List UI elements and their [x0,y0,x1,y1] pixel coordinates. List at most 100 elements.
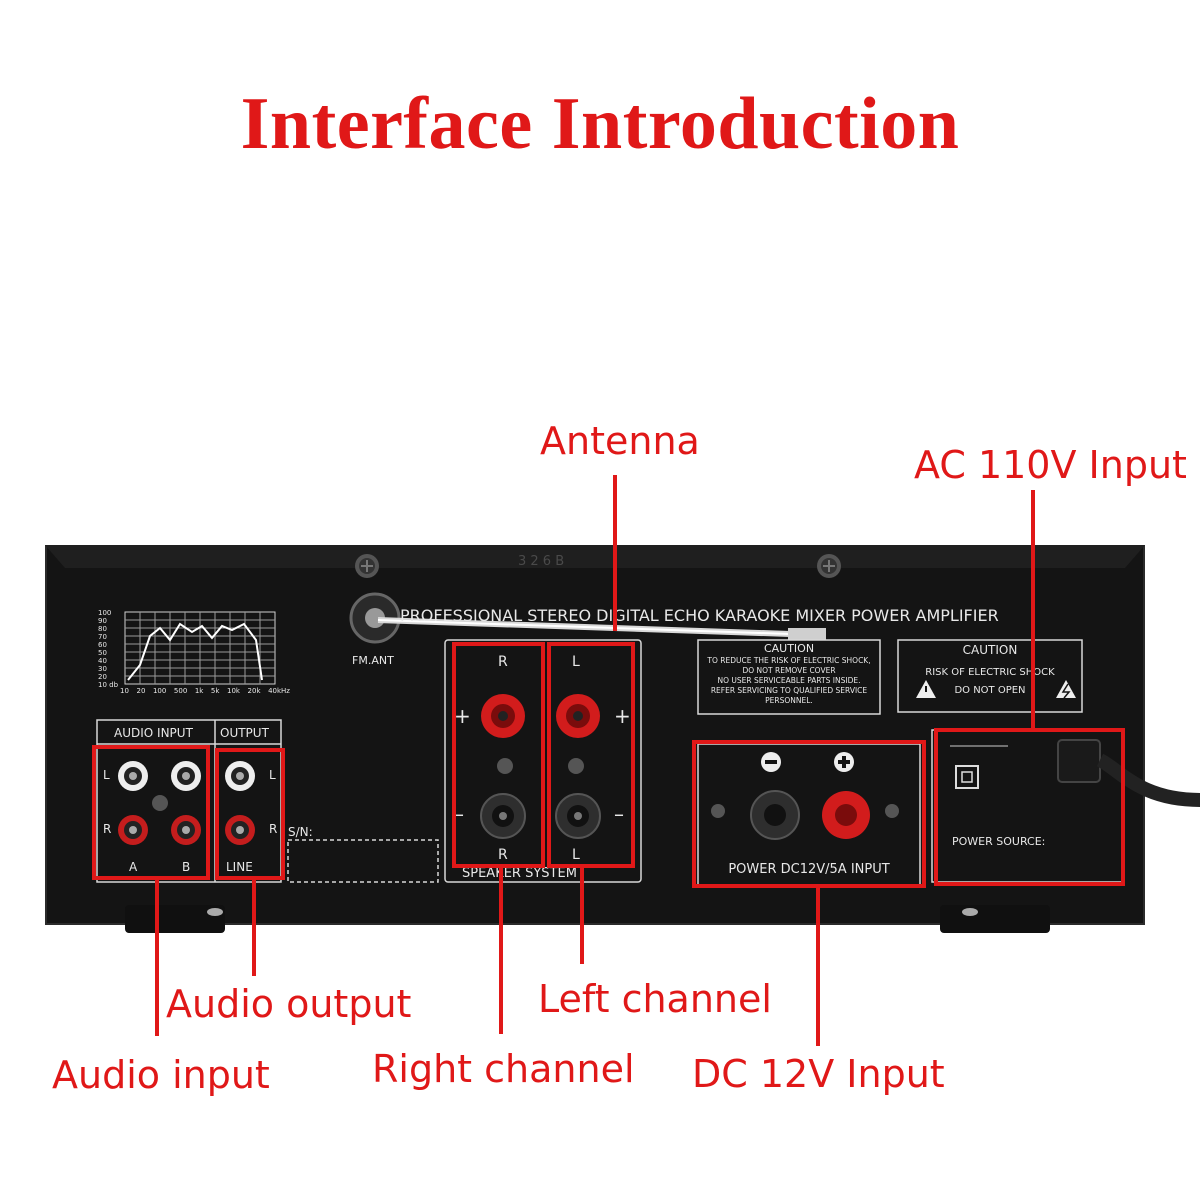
audio-input-label: AUDIO INPUT [114,726,193,740]
audio-output-highlight [215,748,285,880]
rca-jack-white-icon [118,761,148,791]
eq-response-graph [124,611,276,685]
power-source-label: POWER SOURCE: [952,835,1046,848]
power-cord [1057,739,1200,807]
antenna-callout: Antenna [540,419,700,463]
eq-y-tick: 70 [98,633,107,641]
serial-number-label: S/N: [288,825,313,839]
audio-output-callout: Audio output [166,982,412,1026]
rubber-foot [125,905,225,933]
caution-line: TO REDUCE THE RISK OF ELECTRIC SHOCK, [707,656,871,665]
binding-post-black-icon [555,793,601,839]
page-title: Interface Introduction [240,83,960,165]
screw-icon [497,758,513,774]
input-a-label: A [129,860,138,874]
left-channel-highlight [547,642,635,868]
eq-y-tick: 100 [98,609,112,617]
model-number: 3 2 6 B [518,554,565,569]
rubber-foot [940,905,1050,933]
caution-line: PERSONNEL. [765,696,813,705]
right-channel-callout: Right channel [372,1047,635,1091]
audio-input-callout: Audio input [52,1053,270,1097]
dc-input-highlight [692,740,926,888]
eq-x-tick: 10k [227,687,240,695]
dc-positive-post-icon [822,791,870,839]
left-channel-callout: Left channel [538,977,772,1021]
eq-y-tick: 90 [98,617,107,625]
plus-sign: + [614,704,631,728]
speaker-system-label: SPEAKER SYSTEM [462,866,577,881]
caution-line: RISK OF ELECTRIC SHOCK [925,667,1055,678]
fm-antenna [349,592,826,644]
plus-icon [834,752,854,772]
rca-jack-white-icon [171,761,201,791]
rca-jack-red-icon [171,815,201,845]
caution-title: CAUTION [962,643,1018,657]
audio-output-leader-line [252,880,256,976]
eq-x-tick: 5k [210,687,220,695]
amplifier-rear-panel [45,545,1145,925]
eq-x-tick: 40kHz [268,687,290,695]
eq-y-axis-ticks: 100 90 80 70 60 50 40 30 20 10 db [98,610,124,690]
product-name: PROFESSIONAL STEREO DIGITAL ECHO KARAOKE… [400,606,999,625]
binding-post-black-icon [480,793,526,839]
rca-jack-red-icon [225,815,255,845]
eq-x-tick: 1k [194,687,204,695]
eq-x-tick: 100 [152,687,167,695]
caution-line: DO NOT REMOVE COVER [742,666,836,675]
caution-text-1: TO REDUCE THE RISK OF ELECTRIC SHOCK, DO… [698,657,880,707]
screw-icon [207,908,223,916]
fm-ant-label: FM.ANT [352,654,394,667]
eq-y-tick: 40 [98,657,107,665]
eq-y-tick: 30 [98,665,107,673]
right-channel-highlight [452,642,545,868]
rca-jack-white-icon [225,761,255,791]
eq-y-tick: 80 [98,625,107,633]
screw-icon [568,758,584,774]
dc-negative-post-icon [750,790,800,840]
eq-y-tick: 10 db [98,681,119,689]
antenna-leader-line [613,475,617,631]
warning-triangle-icon [916,680,936,698]
speaker-r-label: R [498,654,508,670]
right-channel-leader-line [499,868,503,1034]
eq-x-axis-ticks: 10 20 100 500 1k 5k 10k 20k 40kHz [120,688,290,695]
lightning-triangle-icon [1056,680,1076,699]
output-label: OUTPUT [220,726,269,740]
caution-line: DO NOT OPEN [954,685,1026,696]
channel-l-label: L [269,768,276,782]
dc-input-leader-line [816,888,820,1046]
double-insulation-icon [955,765,979,789]
audio-input-leader-line [155,880,159,1036]
screw-icon [817,554,841,578]
speaker-l-label: L [572,654,580,670]
line-label: LINE [226,860,253,874]
screw-icon [962,908,978,916]
ac-input-leader-line [1031,490,1035,730]
channel-r-label: R [103,822,112,836]
ac-input-callout: AC 110V Input [914,443,1187,487]
dc-input-label: POWER DC12V/5A INPUT [728,862,890,877]
input-b-label: B [182,860,191,874]
speaker-l-label: L [572,847,580,863]
eq-x-tick: 500 [173,687,188,695]
eq-x-tick: 20 [136,687,146,695]
binding-post-red-icon [556,694,600,738]
eq-y-tick: 50 [98,649,107,657]
caution-line: REFER SERVICING TO QUALIFIED SERVICE [710,686,868,695]
eq-y-tick: 60 [98,641,107,649]
caution-line: NO USER SERVICEABLE PARTS INSIDE. [717,676,861,685]
channel-r-label: R [269,822,278,836]
dc-input-callout: DC 12V Input [692,1052,945,1096]
channel-l-label: L [103,768,110,782]
speaker-r-label: R [498,847,508,863]
left-channel-leader-line [580,868,584,964]
minus-sign: – [614,802,624,826]
binding-post-red-icon [481,694,525,738]
screw-icon [711,804,725,818]
ac-input-highlight [934,728,1125,886]
minus-sign: – [454,802,464,826]
screw-icon [885,804,899,818]
screw-icon [355,554,379,578]
